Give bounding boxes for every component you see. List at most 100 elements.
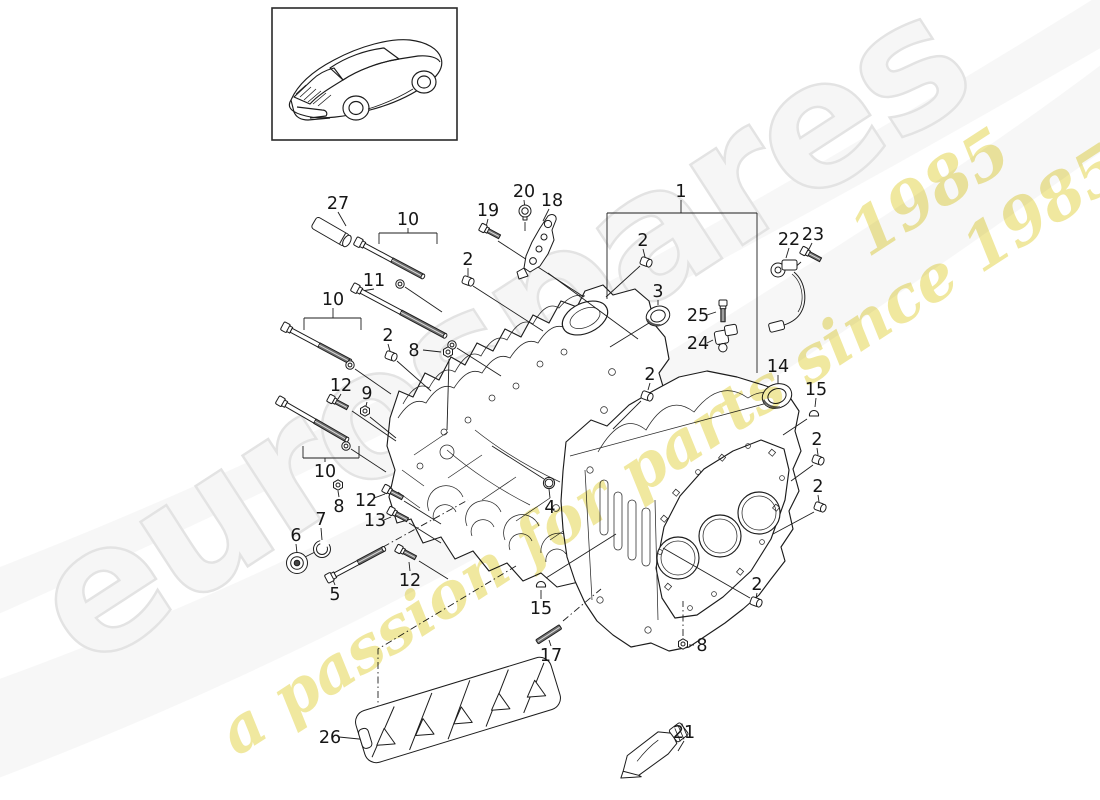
part-sensor-24[interactable] xyxy=(713,323,740,353)
part-circlip-7[interactable] xyxy=(313,540,331,558)
part-washer-10a[interactable] xyxy=(395,279,405,289)
callout-label-19[interactable]: 19 xyxy=(477,201,499,221)
part-bolt-13[interactable] xyxy=(386,505,410,523)
callout-label-8[interactable]: 8 xyxy=(408,341,419,361)
leader-line xyxy=(642,248,646,258)
callout-label-25[interactable]: 25 xyxy=(687,306,709,326)
leader-line xyxy=(472,285,544,332)
leader-line xyxy=(548,488,551,499)
part-bracket-18[interactable] xyxy=(516,214,557,280)
leader-line xyxy=(295,543,298,554)
part-nut-8b[interactable] xyxy=(333,479,343,491)
callout-label-2[interactable]: 2 xyxy=(462,250,473,270)
part-plug-2f[interactable] xyxy=(813,501,827,513)
callout-label-18[interactable]: 18 xyxy=(541,191,563,211)
part-nut-8a[interactable] xyxy=(443,346,453,358)
callout-bracket xyxy=(378,228,438,244)
callout-label-21[interactable]: 21 xyxy=(673,723,695,743)
part-grommet-6[interactable] xyxy=(286,552,308,574)
callout-label-23[interactable]: 23 xyxy=(802,225,824,245)
callout-label-8[interactable]: 8 xyxy=(696,636,707,656)
callout-label-5[interactable]: 5 xyxy=(329,585,340,605)
part-bolt-12a[interactable] xyxy=(326,393,350,411)
part-bolt-12c[interactable] xyxy=(394,543,418,561)
callout-label-13[interactable]: 13 xyxy=(364,511,386,531)
callout-label-9[interactable]: 9 xyxy=(361,384,372,404)
leader-line xyxy=(816,447,819,456)
part-plug-2e[interactable] xyxy=(811,454,825,466)
callout-label-2[interactable]: 2 xyxy=(751,575,762,595)
leader-line xyxy=(785,247,790,259)
callout-label-20[interactable]: 20 xyxy=(513,182,535,202)
callout-label-2[interactable]: 2 xyxy=(811,430,822,450)
part-oil-baffle-26[interactable] xyxy=(353,654,564,765)
leader-line xyxy=(547,272,639,340)
part-seal-14[interactable] xyxy=(759,380,795,413)
part-nut-8c[interactable] xyxy=(678,638,688,650)
callout-label-10[interactable]: 10 xyxy=(314,462,336,482)
callout-label-7[interactable]: 7 xyxy=(315,510,326,530)
leader-line xyxy=(446,358,450,431)
callout-label-17[interactable]: 17 xyxy=(540,646,562,666)
callout-label-8[interactable]: 8 xyxy=(333,497,344,517)
callout-label-1[interactable]: 1 xyxy=(675,182,686,202)
part-dowel-sleeve-27[interactable] xyxy=(311,216,353,248)
part-washer-10c[interactable] xyxy=(341,441,351,451)
part-sealant-tube-21[interactable] xyxy=(611,721,696,782)
callout-label-2[interactable]: 2 xyxy=(382,326,393,346)
callout-label-15[interactable]: 15 xyxy=(530,599,552,619)
leader-line xyxy=(782,418,808,436)
part-stud-10c[interactable] xyxy=(275,395,350,445)
part-plug-2g[interactable] xyxy=(749,596,763,608)
part-cap-20[interactable] xyxy=(518,204,532,221)
part-stud-17[interactable] xyxy=(535,624,562,645)
part-nut-9[interactable] xyxy=(360,405,370,417)
leader-line xyxy=(605,265,641,298)
leader-line xyxy=(365,401,368,407)
callout-label-3[interactable]: 3 xyxy=(652,282,663,302)
part-plug-2d[interactable] xyxy=(640,390,654,402)
part-cap-nut-15a[interactable] xyxy=(535,580,547,588)
callout-bracket xyxy=(303,308,362,330)
callout-label-12[interactable]: 12 xyxy=(355,491,377,511)
part-stud-11[interactable] xyxy=(350,282,448,341)
part-plug-2c[interactable] xyxy=(384,350,398,362)
part-bolt-19[interactable] xyxy=(478,222,502,240)
part-stud-10a[interactable] xyxy=(353,236,426,282)
part-bolt-23[interactable] xyxy=(799,245,823,263)
part-sensor-22[interactable] xyxy=(768,259,806,333)
callout-label-22[interactable]: 22 xyxy=(778,230,800,250)
part-cap-nut-15b[interactable] xyxy=(808,409,820,417)
callout-label-15[interactable]: 15 xyxy=(805,380,827,400)
callout-label-10[interactable]: 10 xyxy=(322,290,344,310)
callout-label-6[interactable]: 6 xyxy=(290,526,301,546)
part-stud-5[interactable] xyxy=(324,544,387,584)
part-plug-2b[interactable] xyxy=(639,256,653,268)
part-seal-3[interactable] xyxy=(643,303,672,329)
callout-label-2[interactable]: 2 xyxy=(644,365,655,385)
part-plug-2a[interactable] xyxy=(461,275,475,287)
part-bolt-25[interactable] xyxy=(718,299,728,323)
part-oring-4[interactable] xyxy=(542,476,556,490)
callout-label-2[interactable]: 2 xyxy=(637,231,648,251)
part-washer-10b[interactable] xyxy=(345,360,355,370)
callout-label-14[interactable]: 14 xyxy=(767,357,789,377)
leader-line xyxy=(403,500,442,525)
callout-label-4[interactable]: 4 xyxy=(544,498,555,518)
leader-line xyxy=(491,445,545,480)
leader-line xyxy=(337,211,347,227)
part-stud-10b[interactable] xyxy=(280,321,353,367)
callout-label-10[interactable]: 10 xyxy=(397,210,419,230)
callout-label-26[interactable]: 26 xyxy=(319,728,341,748)
callout-label-12[interactable]: 12 xyxy=(330,376,352,396)
leader-line xyxy=(351,410,397,442)
callout-label-27[interactable]: 27 xyxy=(327,194,349,214)
callout-label-24[interactable]: 24 xyxy=(687,334,709,354)
callout-label-11[interactable]: 11 xyxy=(363,271,385,291)
part-bolt-12b[interactable] xyxy=(381,483,405,501)
callout-label-2[interactable]: 2 xyxy=(812,477,823,497)
callout-label-12[interactable]: 12 xyxy=(399,571,421,591)
leader-line xyxy=(706,339,714,344)
